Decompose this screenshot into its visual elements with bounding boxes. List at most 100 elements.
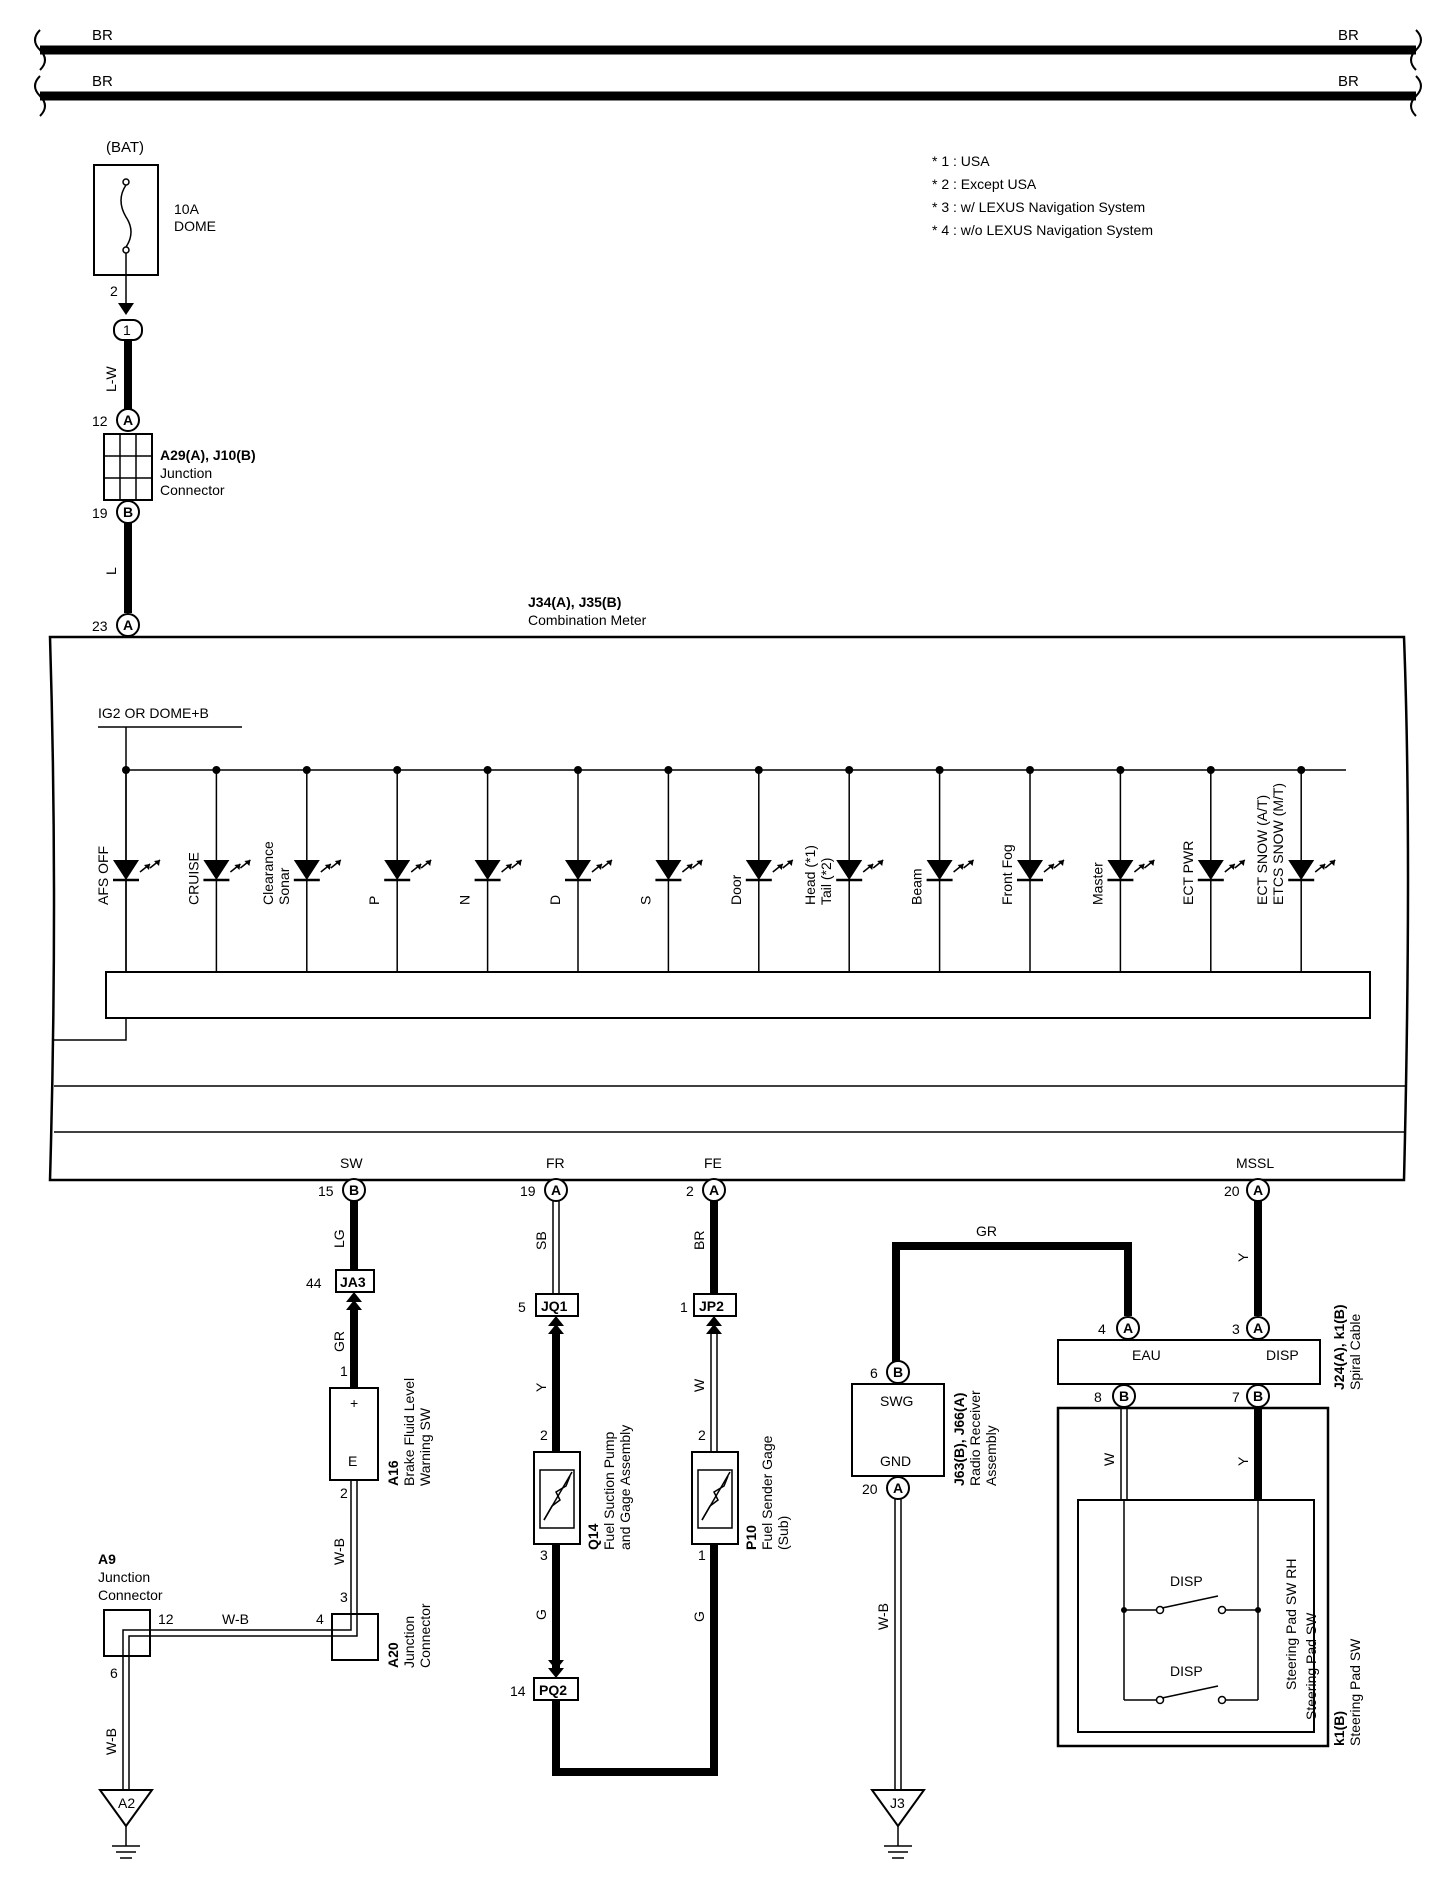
connector-label: JP2	[699, 1298, 724, 1314]
indicator-label: AFS OFF	[95, 846, 111, 905]
wire-label: L-W	[103, 366, 119, 392]
pin-number: 1	[680, 1299, 688, 1315]
component-title: k1(B)	[1331, 1711, 1347, 1746]
dome-fuse: (BAT) 10A DOME 2 1 L-W	[93, 139, 216, 410]
component-title: A16	[385, 1460, 401, 1486]
gnd-terminal: GND	[880, 1453, 911, 1469]
pin-letter: B	[1253, 1388, 1263, 1404]
indicator-lamp: ECT PWR	[1180, 766, 1246, 972]
disp-terminal: DISP	[1266, 1347, 1299, 1363]
pin-number: 2	[698, 1427, 706, 1443]
wire-label: SB	[533, 1231, 549, 1250]
indicator-label: P	[366, 896, 382, 905]
notes-legend: * 1 : USA * 2 : Except USA * 3 : w/ LEXU…	[932, 153, 1153, 238]
pin-letter: B	[123, 504, 133, 520]
bus-label: BR	[1338, 73, 1359, 90]
fuse-name: DOME	[174, 218, 216, 234]
eau-terminal: EAU	[1132, 1347, 1161, 1363]
connector-label: PQ2	[539, 1682, 567, 1698]
pin-number: 2	[340, 1485, 348, 1501]
component-title: Q14	[585, 1523, 601, 1550]
component-desc: Fuel Sender Gage	[759, 1435, 775, 1550]
inner-label: Steering Pad SW RH	[1283, 1559, 1299, 1691]
bus-label: BR	[92, 73, 113, 90]
indicator-lamp: CRUISE	[185, 766, 251, 972]
pin-number: 1	[340, 1363, 348, 1379]
indicator-label: Front Fog	[999, 844, 1015, 905]
indicator-label: ETCS SNOW (M/T)	[1270, 783, 1286, 905]
indicator-label: Sonar	[276, 867, 292, 905]
note-4: * 4 : w/o LEXUS Navigation System	[932, 222, 1153, 238]
pin-number: 3	[340, 1589, 348, 1605]
indicator-label: S	[637, 896, 653, 905]
led-icon	[745, 860, 772, 880]
fuel-sender-circuit: BR 1 JP2 W 2 1 P10 Fuel Sender Gage (Sub…	[680, 1201, 791, 1563]
meter-subtitle: Combination Meter	[528, 612, 647, 628]
terminal-fr: FR A 19	[520, 1155, 568, 1202]
bus-label: BR	[92, 27, 113, 44]
indicator-label: Master	[1089, 862, 1105, 905]
pin-letter: A	[123, 617, 133, 633]
pin-letter: A	[123, 412, 133, 428]
pin-number: 1	[698, 1547, 706, 1563]
terminal-name: MSSL	[1236, 1155, 1274, 1171]
steering-pad-switch: W Y DISP DISP Steering Pad SW RH Steerin…	[1056, 1406, 1363, 1748]
wire-label: W	[691, 1378, 707, 1392]
pin-letter: A	[709, 1182, 719, 1198]
meter-title: J34(A), J35(B)	[528, 594, 621, 610]
pin-number: 19	[520, 1183, 536, 1199]
indicator-label: ECT PWR	[1180, 841, 1196, 905]
pin-number: 8	[1094, 1389, 1102, 1405]
component-title: A9	[98, 1551, 116, 1567]
component-title: P10	[743, 1525, 759, 1550]
outer-label: Steering Pad SW	[1303, 1612, 1319, 1720]
indicator-label: Beam	[909, 868, 925, 905]
wire-label: GR	[976, 1223, 997, 1239]
component-desc: Junction	[401, 1616, 417, 1668]
pin-letter: A	[1253, 1320, 1263, 1336]
pin-letter: A	[551, 1182, 561, 1198]
indicator-label: Tail (*2)	[818, 858, 834, 905]
component-desc: Connector	[98, 1587, 163, 1603]
indicator-lamp: D	[547, 766, 613, 972]
led-icon	[1107, 860, 1134, 880]
indicator-lamp: N	[457, 766, 523, 972]
pin-letter: B	[893, 1364, 903, 1380]
wire-label: GR	[331, 1331, 347, 1352]
led-icon	[293, 860, 320, 880]
indicator-lamp: Front Fog	[999, 766, 1065, 972]
pin-letter: A	[893, 1480, 903, 1496]
led-icon	[565, 860, 591, 880]
terminal-fe: FE A 2	[686, 1155, 726, 1202]
led-icon	[926, 860, 953, 880]
led-icon	[1288, 860, 1315, 880]
led-icon	[113, 860, 139, 880]
led-icon	[203, 860, 230, 880]
pin-number: 3	[540, 1547, 548, 1563]
indicator-label: Head (*1)	[802, 845, 818, 905]
pin-number: 7	[1232, 1389, 1240, 1405]
pin-number: 15	[318, 1183, 334, 1199]
pin-number: 3	[1232, 1321, 1240, 1337]
component-desc: Spiral Cable	[1347, 1314, 1363, 1390]
pin-number: 4	[1098, 1321, 1106, 1337]
component-desc: and Gage Assembly	[617, 1425, 633, 1550]
led-icon	[655, 860, 682, 880]
e-terminal: E	[348, 1453, 357, 1469]
terminal-mssl: MSSL A 20	[1224, 1155, 1274, 1202]
indicator-label: CRUISE	[185, 852, 201, 905]
pin-number: 12	[92, 413, 108, 429]
pin-number: 6	[110, 1665, 118, 1681]
fuel-pump-circuit: SB 5 JQ1 Y 2 3 Q14 Fuel Suction Pump and…	[510, 1201, 718, 1776]
fuse-source: (BAT)	[106, 139, 144, 156]
component-desc: Assembly	[983, 1425, 999, 1486]
switch-label: DISP	[1170, 1663, 1203, 1679]
connector-pin: 1	[123, 322, 131, 338]
wire-label: W-B	[875, 1603, 891, 1630]
component-desc: Brake Fluid Level	[401, 1378, 417, 1486]
led-icon	[836, 860, 863, 880]
supply-label: IG2 OR DOME+B	[98, 705, 209, 721]
connector-label: JQ1	[541, 1298, 568, 1314]
led-icon	[1197, 860, 1224, 880]
fuse-rating: 10A	[174, 201, 200, 217]
